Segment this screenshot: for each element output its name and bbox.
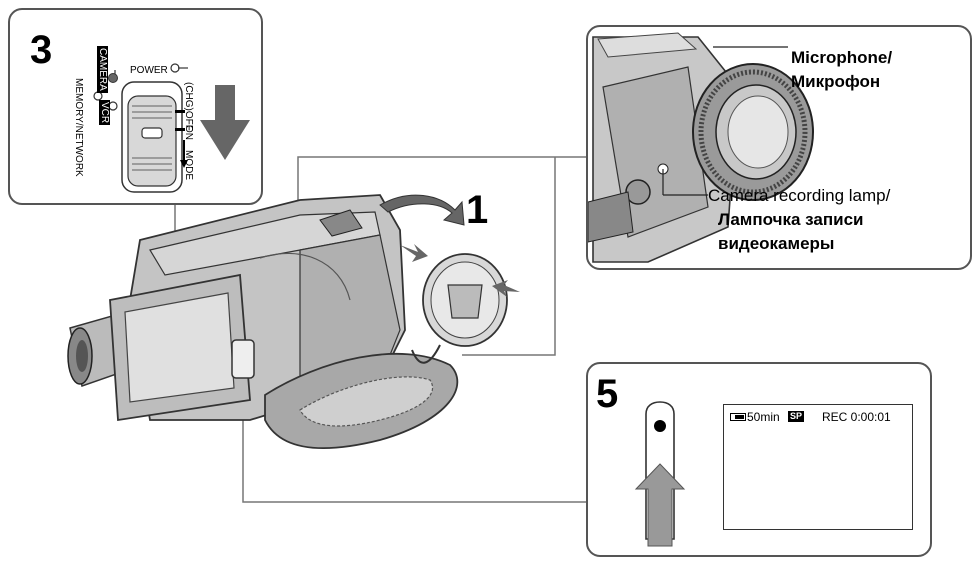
battery-icon (730, 413, 746, 421)
power-label: POWER (130, 65, 168, 76)
camera-label: CAMERA (97, 46, 108, 93)
lens-cap (411, 253, 508, 364)
memory-network-label: MEMORY/NETWORK (73, 78, 84, 177)
on-label: ON (183, 125, 194, 140)
microphone-label-en: Microphone/ (791, 48, 893, 67)
camera-indicator-dot (108, 73, 118, 83)
slide-down-arrow (200, 85, 250, 160)
start-stop-button-body (231, 339, 255, 379)
hand-strap (264, 352, 459, 450)
battery-remaining: 50min (747, 410, 780, 424)
rotate-arrow (379, 194, 465, 226)
lamp-label-ru-1: Лампочка записи (718, 210, 864, 229)
microphone-label-ru: Микрофон (791, 72, 881, 91)
camera-front-closeup (588, 32, 814, 263)
record-dot-icon (654, 420, 666, 432)
mode-label: MODE (183, 150, 194, 180)
start-recording-panel: 5 50min SP REC 0:00:01 (586, 362, 932, 557)
record-mode-badge: SP (788, 411, 805, 422)
power-switch-panel: 3 POWER CAMERA MEMORY/NETWORK VCR (CHG)O… (8, 8, 263, 205)
lcd-screen-display: 50min SP REC 0:00:01 (723, 404, 913, 530)
power-switch-graphic (93, 63, 250, 193)
microphone-lamp-panel: Microphone/ Микрофон Camera recording la… (586, 25, 972, 270)
chg-off-label: (CHG)OFF (183, 82, 194, 131)
lamp-label-ru-2: видеокамеры (718, 234, 835, 253)
rec-timecode: REC 0:00:01 (822, 410, 891, 424)
push-arrow-1 (400, 244, 428, 262)
push-arrow-2 (492, 280, 520, 297)
step-3-number: 3 (30, 28, 53, 72)
press-up-arrow (634, 463, 686, 547)
lcd-panel (109, 273, 251, 422)
lamp-label-en: Camera recording lamp/ (708, 186, 891, 205)
vcr-label: VCR (99, 100, 110, 126)
step-5-number: 5 (596, 372, 619, 416)
start-stop-button-graphic (634, 401, 686, 547)
step-1-number: 1 (466, 188, 489, 232)
